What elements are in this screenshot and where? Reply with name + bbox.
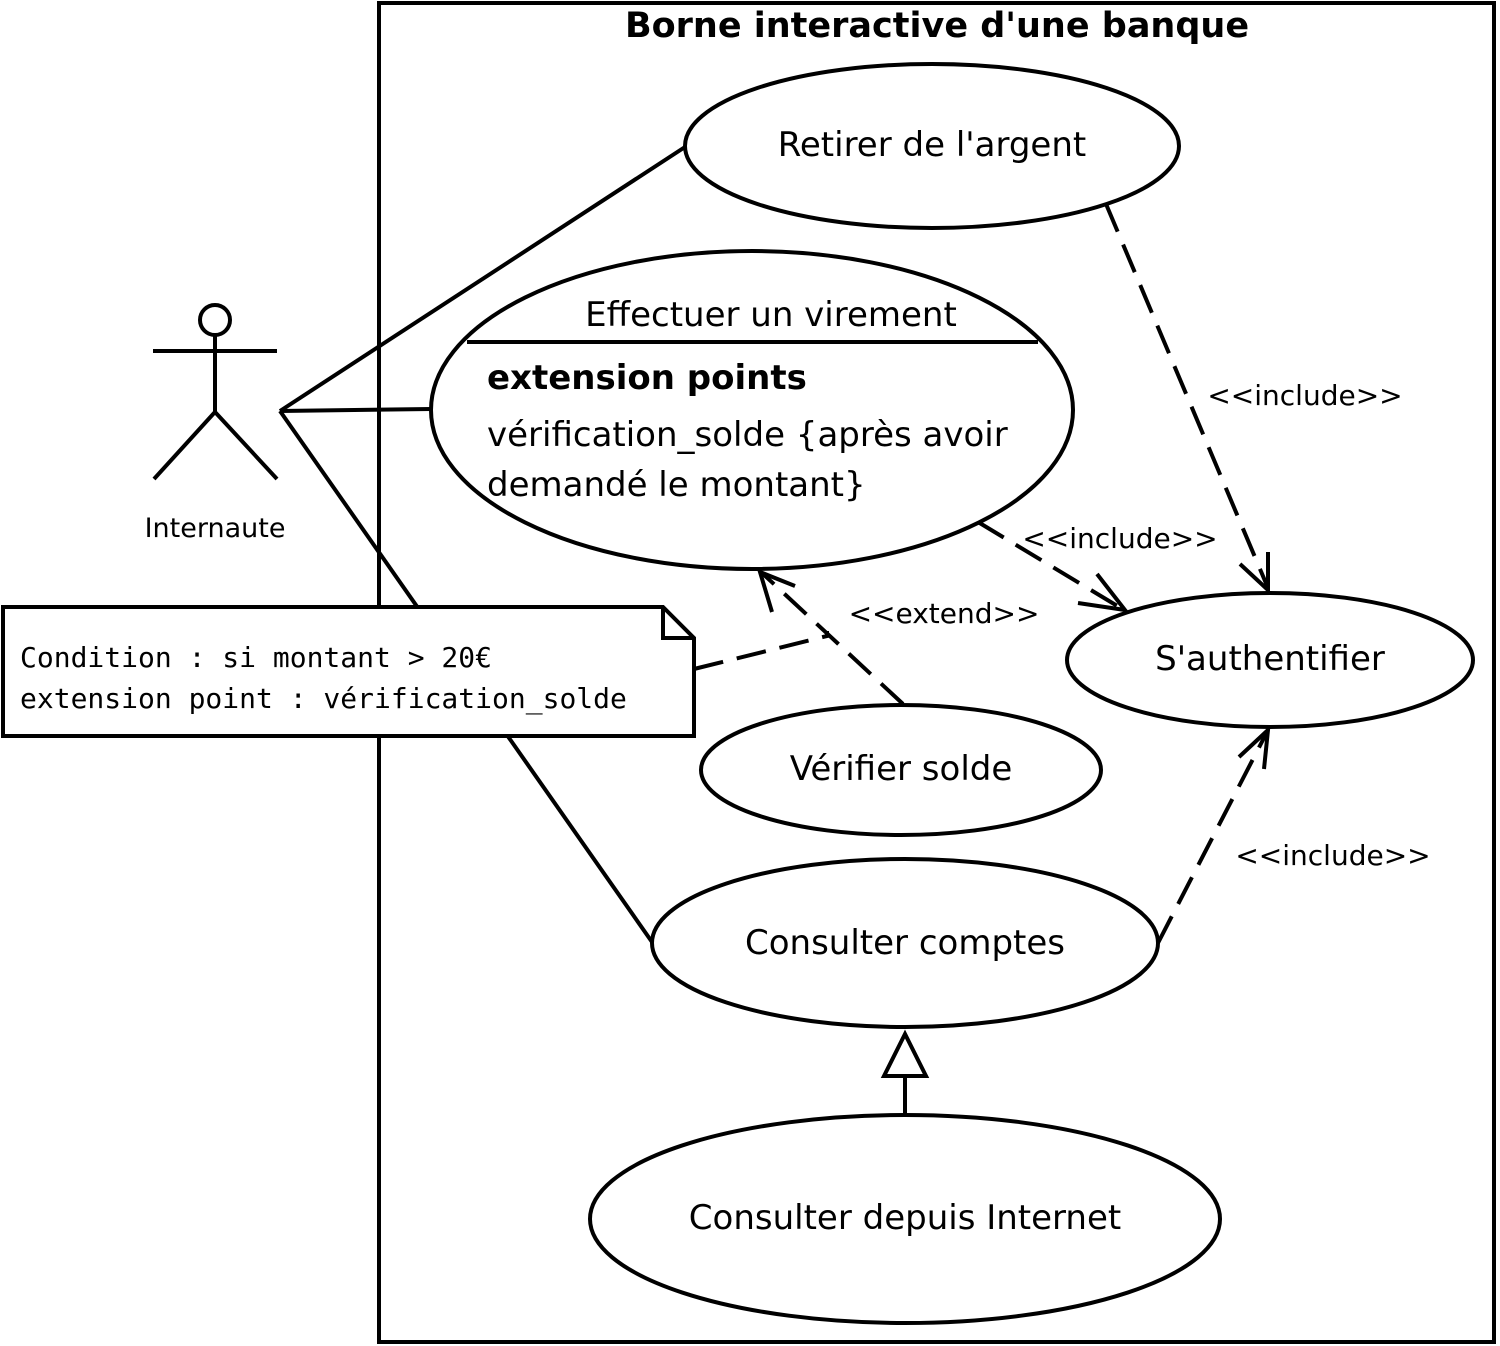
use-case-virement-label: Effectuer un virement [585, 295, 957, 335]
use-case-retirer-label: Retirer de l'argent [778, 125, 1086, 165]
generalization-arrowhead [880, 1029, 930, 1078]
system-title: Borne interactive d'une banque [625, 6, 1249, 46]
note-body [1, 605, 696, 738]
extend-arrowhead [756, 568, 796, 613]
use-case-consulter-label: Consulter comptes [745, 923, 1065, 963]
extension-points-header: extension points [487, 358, 807, 398]
include-virement-line [976, 520, 1126, 612]
extend-line [760, 571, 905, 706]
actor-right-leg [213, 410, 279, 481]
note-connector [693, 631, 829, 671]
include-virement-label: <<include>> [1022, 522, 1217, 555]
extension-point-line2: demandé le montant} [487, 465, 866, 505]
note-fold [661, 607, 694, 640]
use-case-verifier-label: Vérifier solde [790, 749, 1013, 789]
note-line1: Condition : si montant > 20€ [20, 641, 492, 674]
use-case-verifier [699, 703, 1103, 837]
include-retirer-label: <<include>> [1207, 379, 1402, 412]
note: Condition : si montant > 20€ extension p… [1, 605, 696, 738]
extend-label: <<extend>> [849, 597, 1040, 630]
actor-internaute [152, 303, 279, 481]
include-consulter-line [1156, 729, 1270, 944]
extension-point-line1: vérification_solde {après avoir [487, 415, 1008, 455]
actor-label: Internaute [145, 513, 286, 544]
actor-head [198, 303, 232, 337]
use-case-virement [429, 249, 1075, 571]
association-virement [279, 407, 432, 413]
include-virement-arrowhead [1077, 572, 1130, 613]
include-retirer-arrowhead [1238, 552, 1270, 595]
include-consulter-arrowhead [1237, 724, 1271, 770]
association-retirer [278, 145, 687, 413]
use-case-internet-label: Consulter depuis Internet [689, 1198, 1121, 1238]
use-case-authentifier-label: S'authentifier [1155, 639, 1385, 679]
include-retirer-line [1104, 203, 1270, 589]
include-consulter-label: <<include>> [1235, 839, 1430, 872]
note-line2: extension point : vérification_solde [20, 682, 627, 716]
actor-left-leg [152, 410, 217, 481]
use-case-retirer [683, 62, 1181, 230]
